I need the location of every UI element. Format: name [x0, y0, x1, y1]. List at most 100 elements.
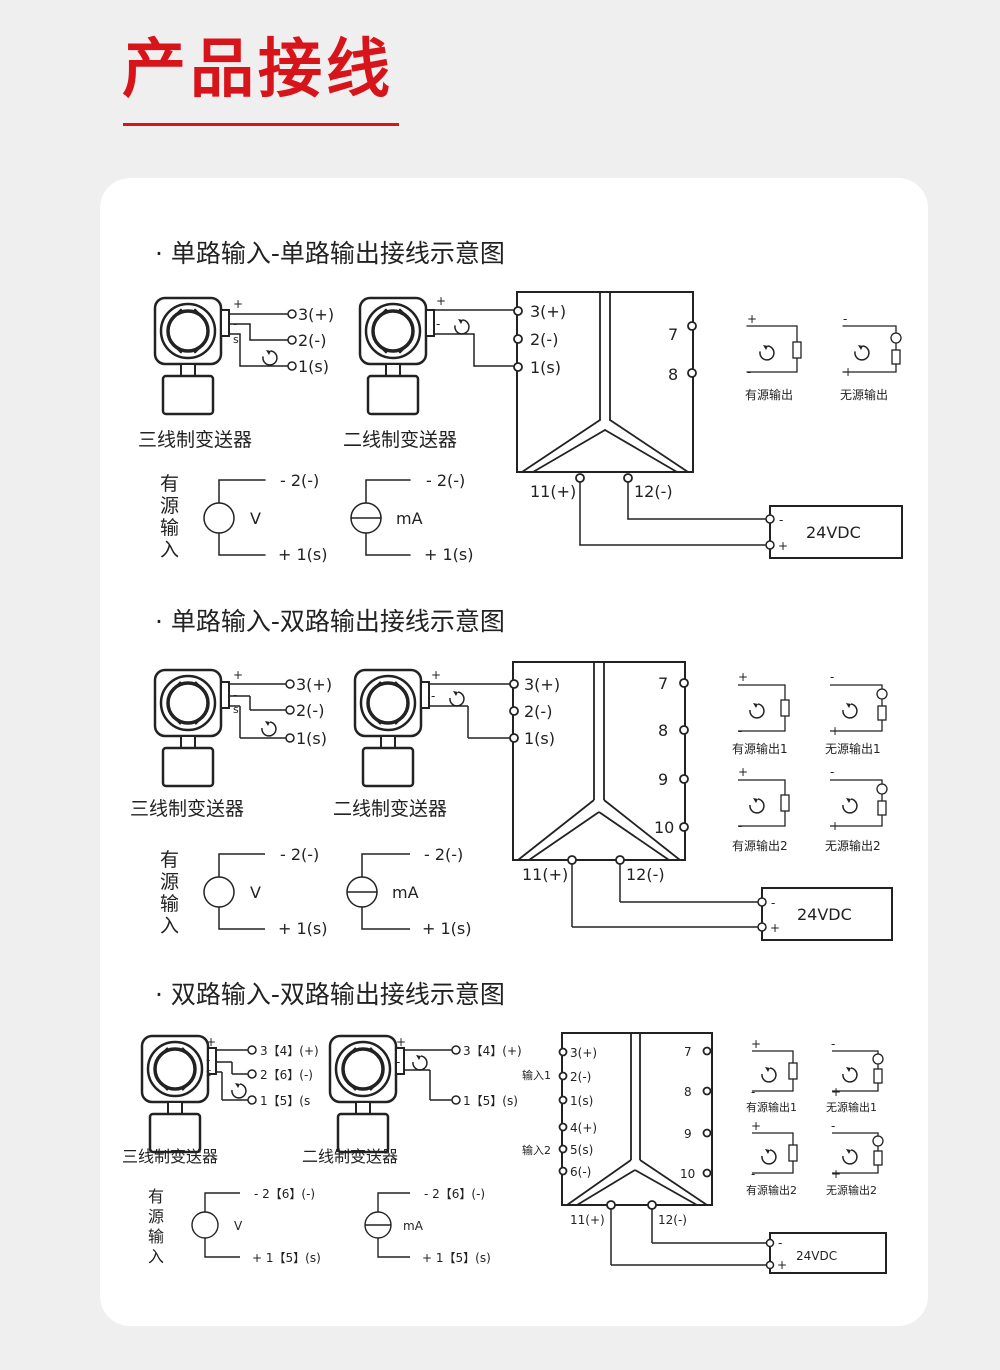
s3-supply-label: 24VDC	[796, 1249, 837, 1263]
s2-output-active-1: 有源输出1	[732, 741, 788, 756]
s3-tx2-term-2: 1【5】(s)	[463, 1094, 518, 1108]
supply-label: 24VDC	[806, 523, 861, 542]
s2-module-out-7: 7	[658, 674, 668, 693]
s3-output-passive-2: 无源输出2	[826, 1183, 877, 1197]
svg-text:+: +	[831, 1167, 841, 1181]
svg-text:-: -	[436, 317, 440, 331]
svg-text:-: -	[831, 1119, 835, 1133]
section-3-title: · 双路输入-双路输出接线示意图	[155, 980, 505, 1009]
title-underline	[123, 123, 399, 126]
s2-output-passive-2: 无源输出2	[825, 838, 881, 853]
s3-source-ma: mA	[403, 1219, 424, 1233]
s2-module-in-3: 1(s)	[524, 729, 555, 748]
s3-active-input-char-2: 源	[148, 1207, 164, 1226]
s2-module-out-10: 10	[654, 818, 674, 837]
svg-text:+: +	[830, 724, 840, 738]
svg-text:+: +	[831, 1085, 841, 1099]
section-1-title: · 单路输入-单路输出接线示意图	[155, 239, 505, 268]
s3-active-input-char-1: 有	[148, 1187, 164, 1206]
svg-text:-: -	[771, 896, 775, 910]
s2-tx3-term-1: 3(+)	[296, 675, 332, 694]
s3-tx3-term-1: 3【4】(+)	[260, 1044, 319, 1058]
source-v: V	[250, 509, 261, 528]
src-v-term-bottom: + 1(s)	[278, 545, 328, 564]
s2-output-active-2: 有源输出2	[732, 838, 788, 853]
svg-text:+: +	[751, 1037, 761, 1051]
s3-three-wire-label: 三线制变送器	[122, 1147, 218, 1166]
module-in-2: 2(-)	[530, 330, 558, 349]
tx3-term-1: 3(+)	[298, 305, 334, 324]
s2-module-in-1: 3(+)	[524, 675, 560, 694]
power-term-12: 12(-)	[634, 482, 673, 501]
s3-module-in-6: 6(-)	[570, 1165, 591, 1179]
svg-text:+: +	[751, 1119, 761, 1133]
active-input-char-2: 源	[160, 495, 179, 517]
svg-text:-: -	[831, 1037, 835, 1051]
s2-output-passive-1: 无源输出1	[825, 741, 881, 756]
s2-power-term-11: 11(+)	[522, 865, 568, 884]
s3-two-wire-label: 二线制变送器	[302, 1147, 398, 1166]
s3-module-out-8: 8	[684, 1085, 692, 1099]
svg-text:+: +	[747, 312, 757, 326]
src-ma-term-bottom: + 1(s)	[424, 545, 474, 564]
src-ma-term-top: - 2(-)	[426, 471, 465, 490]
svg-text:+: +	[431, 668, 441, 682]
svg-text:+: +	[436, 294, 446, 308]
svg-text:s: s	[206, 1066, 212, 1079]
svg-text:-: -	[779, 513, 783, 527]
s3-power-term-11: 11(+)	[570, 1213, 605, 1227]
s3-input-group-1: 输入1	[522, 1068, 551, 1082]
s2-src-ma-term-bottom: + 1(s)	[422, 919, 472, 938]
s3-module-out-10: 10	[680, 1167, 695, 1181]
two-wire-label: 二线制变送器	[343, 429, 457, 451]
section-2: · 单路输入-双路输出接线示意图 +-s 3(+) 2(-) 1(s) 三线制变…	[130, 607, 893, 941]
s3-output-active-2: 有源输出2	[746, 1183, 797, 1197]
svg-text:-: -	[751, 1167, 755, 1181]
s3-active-input-char-3: 输	[148, 1227, 164, 1246]
s2-active-input-char-1: 有	[160, 849, 179, 871]
s2-module-out-9: 9	[658, 770, 668, 789]
s3-src-ma-term-bottom: + 1【5】(s)	[422, 1251, 491, 1265]
s3-tx3-term-2: 2【6】(-)	[260, 1068, 313, 1082]
page-title: 产品接线	[122, 33, 394, 107]
s2-three-wire-label: 三线制变送器	[130, 798, 244, 820]
s3-src-v-term-top: - 2【6】(-)	[254, 1187, 315, 1201]
s3-tx3-term-3: 1【5】(s	[260, 1094, 310, 1108]
svg-text:-: -	[206, 1053, 210, 1067]
module-out-8: 8	[668, 365, 678, 384]
svg-text:-: -	[738, 819, 742, 833]
section-2-title: · 单路输入-双路输出接线示意图	[155, 607, 505, 636]
s2-source-v: V	[250, 883, 261, 902]
svg-text:-: -	[751, 1085, 755, 1099]
svg-text:+: +	[738, 670, 748, 684]
s3-output-passive-1: 无源输出1	[826, 1100, 877, 1114]
svg-text:-: -	[830, 765, 834, 779]
s2-two-wire-label: 二线制变送器	[333, 798, 447, 820]
svg-text:-: -	[396, 1055, 400, 1069]
three-wire-label: 三线制变送器	[138, 429, 252, 451]
svg-text:-: -	[830, 670, 834, 684]
active-input-char-1: 有	[160, 473, 179, 495]
s3-module-in-3: 3(+)	[570, 1046, 597, 1060]
module-out-7: 7	[668, 325, 678, 344]
s3-module-out-7: 7	[684, 1045, 692, 1059]
s3-module-in-1: 1(s)	[570, 1094, 593, 1108]
svg-text:+: +	[843, 365, 853, 379]
s2-src-v-term-top: - 2(-)	[280, 845, 319, 864]
s2-active-input-char-4: 入	[160, 915, 179, 937]
module-in-1: 3(+)	[530, 302, 566, 321]
svg-text:+: +	[396, 1035, 406, 1049]
s2-active-input-char-2: 源	[160, 871, 179, 893]
s3-module-in-4: 4(+)	[570, 1121, 597, 1135]
tx3-term-2: 2(-)	[298, 331, 326, 350]
svg-text:-: -	[233, 688, 237, 702]
s2-tx3-term-3: 1(s)	[296, 729, 327, 748]
s2-power-term-12: 12(-)	[626, 865, 665, 884]
section-3: · 双路输入-双路输出接线示意图 +-s 3【4】(+) 2【6】(-) 1【5…	[122, 980, 887, 1274]
active-input-char-3: 输	[160, 517, 179, 539]
s3-src-v-term-bottom: + 1【5】(s)	[252, 1251, 321, 1265]
svg-text:-: -	[738, 724, 742, 738]
tx3-term-3: 1(s)	[298, 357, 329, 376]
power-term-11: 11(+)	[530, 482, 576, 501]
